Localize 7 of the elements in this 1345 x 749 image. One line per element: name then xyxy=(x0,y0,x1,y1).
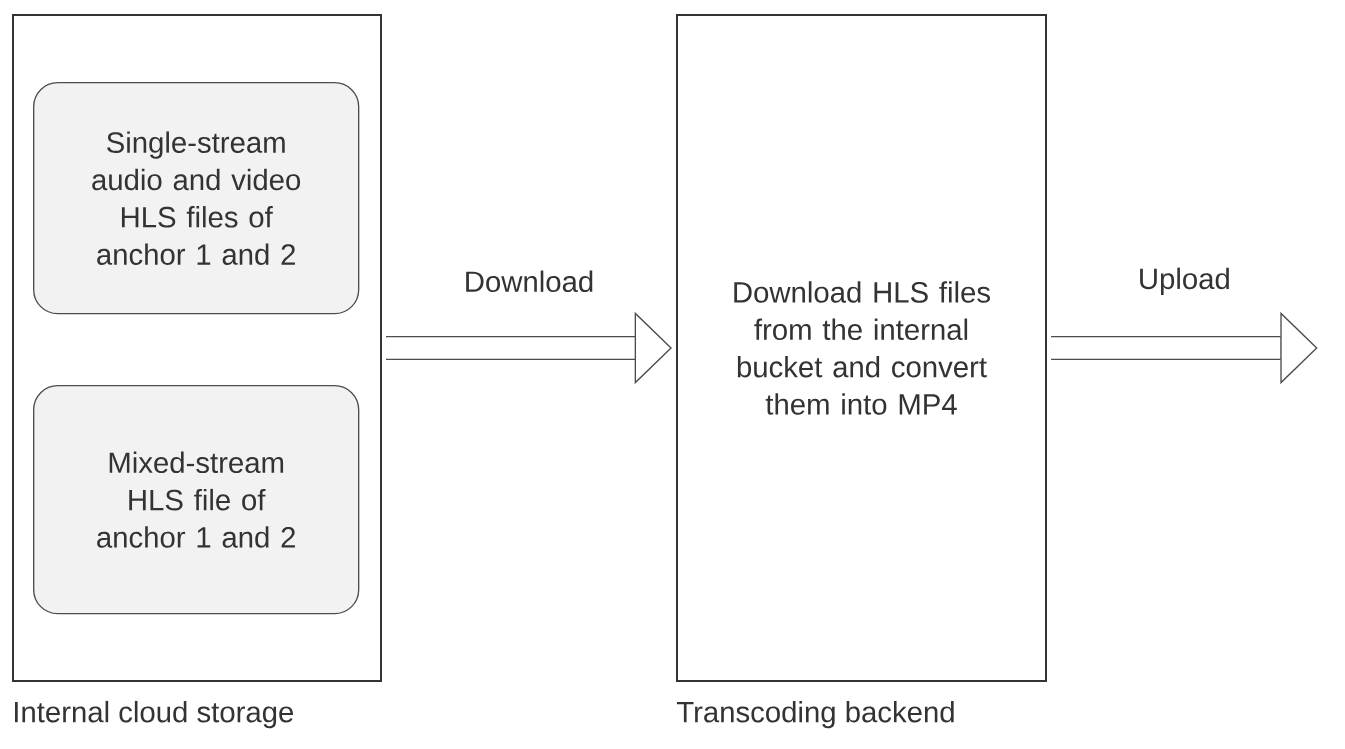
storage-box: Single-stream audio and video HLS files of anchor 1 and 2 xyxy=(33,82,360,315)
container-box: Download HLS files from the internal bucket and convert them into MP4 Transcoding backend xyxy=(676,14,1047,729)
node-label: Transcoding backend xyxy=(676,700,954,729)
edge-label: Upload xyxy=(1135,265,1234,298)
edge-label: Download xyxy=(461,267,597,295)
storage-box: Mixed-stream HLS file of anchor 1 and 2 xyxy=(33,385,360,615)
node-label: Internal cloud storage xyxy=(14,700,294,729)
